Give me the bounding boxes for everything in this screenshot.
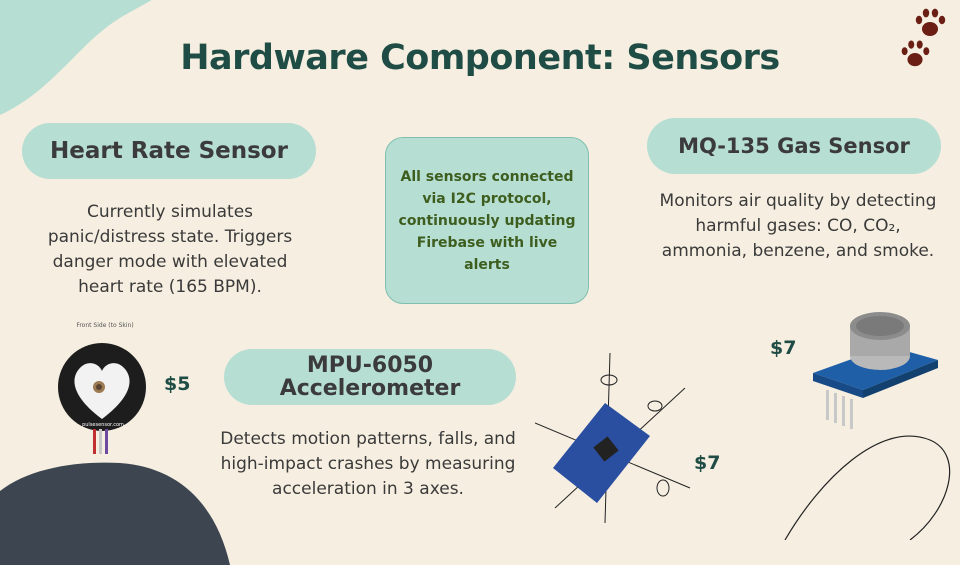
heart-rate-sensor-brand: pulsesensor.com [82,422,124,428]
gas-sensor-description: Monitors air quality by detecting harmfu… [659,191,937,261]
gas-sensor-price: $7 [770,337,797,359]
heart-rate-sensor-price: $5 [164,373,191,395]
paw-print-icon [915,8,946,36]
page-title: Hardware Component: Sensors [180,38,780,78]
decorative-blob-top-left [0,0,152,115]
accelerometer-description: Detects motion patterns, falls, and high… [220,429,516,499]
gas-sensor-image [813,312,938,429]
heart-rate-sensor-description: Currently simulates panic/distress state… [47,202,293,297]
protocol-note: All sensors connected via I2C protocol, … [385,137,589,304]
accelerometer-price: $7 [694,452,721,474]
decorative-blob-bottom-left [0,462,230,565]
accelerometer-heading: MPU-6050 Accelerometer [224,349,516,405]
heart-rate-sensor-caption: Front Side (to Skin) [76,322,134,329]
paw-print-icon [901,40,930,67]
accelerometer-image [535,352,691,524]
gas-sensor-heading: MQ-135 Gas Sensor [647,118,941,174]
heart-rate-sensor-heading: Heart Rate Sensor [22,123,316,179]
heart-rate-sensor-image: Front Side (to Skin) pulsesensor.com [55,322,155,472]
decorative-curve [784,435,951,540]
protocol-note-text: All sensors connected via I2C protocol, … [398,168,576,273]
